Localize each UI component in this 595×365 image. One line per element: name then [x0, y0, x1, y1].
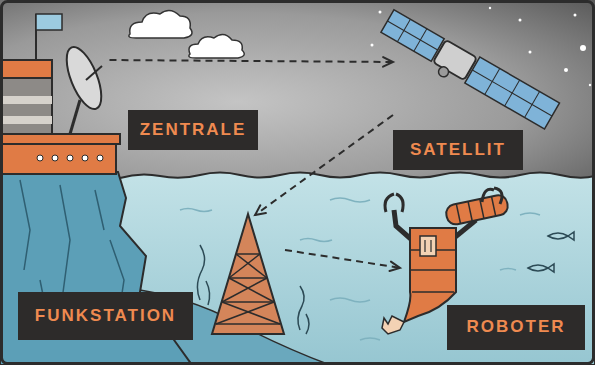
satellite-dish: [60, 43, 109, 114]
portholes: [37, 155, 103, 161]
tower-stripe: [0, 96, 52, 104]
dashed-arrow: [255, 115, 393, 215]
scene-node: FUNKSTATION: [18, 215, 285, 340]
flag: [36, 14, 62, 30]
arrow-head: [389, 262, 400, 271]
arrow-line: [255, 115, 393, 215]
cloud: [129, 10, 192, 38]
arrow-line: [285, 250, 400, 268]
name-tag: ZENTRALE: [128, 110, 258, 150]
tower-band: [0, 60, 52, 78]
dish-stand: [70, 100, 80, 134]
sky: [0, 0, 595, 185]
name-tag: SATELLIT: [393, 130, 523, 170]
fish: [528, 232, 574, 272]
satellite: [377, 8, 560, 134]
deck: [0, 134, 120, 144]
dashed-arrow: [109, 57, 393, 67]
scene-node: ROBOTER: [400, 195, 585, 350]
arrow-head: [383, 57, 393, 67]
building: [0, 144, 116, 174]
dish-feed: [86, 66, 102, 80]
name-tag: ROBOTER: [447, 305, 585, 350]
tower: [0, 60, 52, 140]
sea: [0, 173, 595, 365]
arrow-head: [255, 205, 266, 215]
name-tag: FUNKSTATION: [18, 292, 193, 340]
scene-node: ZENTRALE: [100, 60, 258, 150]
cloud: [189, 34, 244, 58]
dashed-arrow: [285, 250, 400, 271]
arrow-line: [109, 60, 393, 62]
radio-tower: [212, 214, 284, 334]
scene-node: SATELLIT: [393, 45, 568, 170]
moon: [544, 28, 560, 56]
tower-stripe: [0, 116, 52, 124]
cliff: [0, 172, 192, 365]
